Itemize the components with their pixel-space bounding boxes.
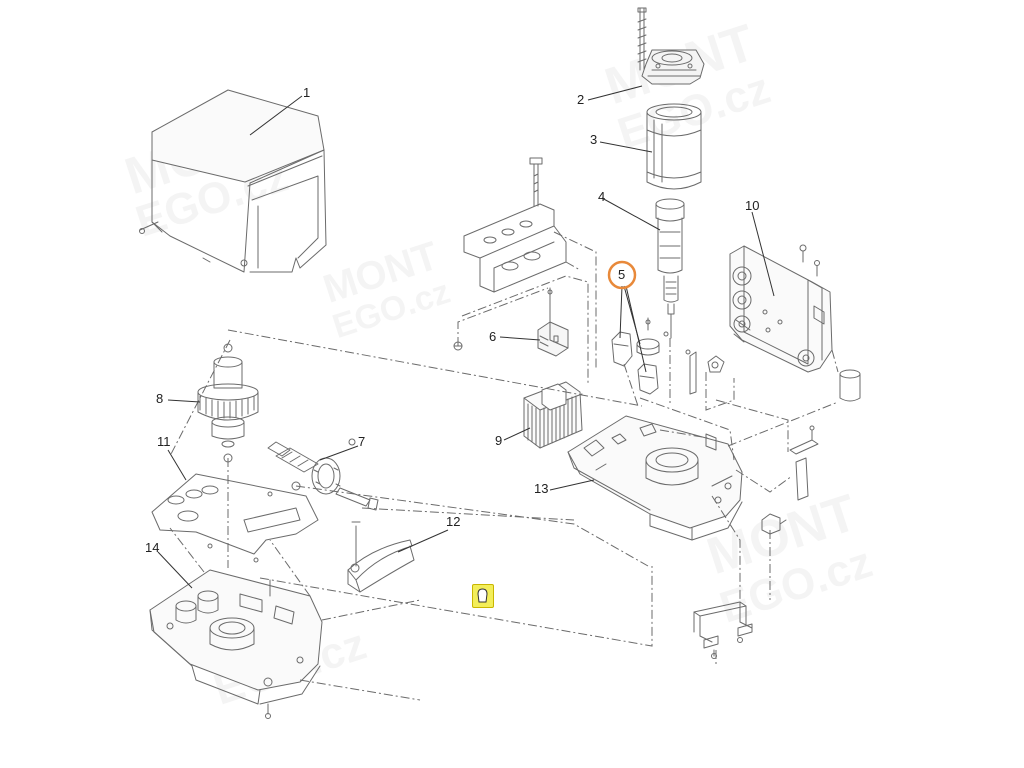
part-label-4: 4 xyxy=(598,189,606,204)
highlight-ring xyxy=(607,260,637,290)
part-12-bracket xyxy=(347,521,415,593)
part-label-5[interactable]: 5 xyxy=(618,267,626,282)
part-label-3: 3 xyxy=(590,132,598,147)
part-label-1: 1 xyxy=(303,85,311,100)
part-label-8: 8 xyxy=(156,391,164,406)
part-small-cylinder xyxy=(839,369,861,402)
cursor-marker xyxy=(472,584,494,608)
part-label-6: 6 xyxy=(489,329,497,344)
part-9-transformer xyxy=(523,381,583,449)
part-13-base xyxy=(567,415,743,541)
part-4-shaft xyxy=(655,198,685,339)
assembly-lines xyxy=(169,231,839,701)
part-2-flange xyxy=(637,7,705,85)
part-1-cover xyxy=(139,89,327,273)
part-6-block xyxy=(453,287,569,357)
part-label-7: 7 xyxy=(358,434,366,449)
leader-lines xyxy=(157,85,775,589)
part-7-worm xyxy=(267,438,379,511)
part-14-housing xyxy=(149,569,323,719)
part-label-13: 13 xyxy=(534,481,549,496)
cursor-icon xyxy=(477,588,488,603)
part-label-9: 9 xyxy=(495,433,503,448)
part-10-gearbox xyxy=(729,244,833,373)
part-bracket-top xyxy=(463,157,567,293)
part-8-gear xyxy=(197,343,259,463)
part-3-cylinder xyxy=(646,103,702,190)
part-small-hardware-right xyxy=(761,425,819,535)
part-label-11: 11 xyxy=(157,434,171,449)
part-label-12: 12 xyxy=(446,514,461,529)
part-5-components xyxy=(611,317,725,395)
part-11-gasket xyxy=(151,473,319,563)
part-label-10: 10 xyxy=(745,198,760,213)
part-label-2: 2 xyxy=(577,92,585,107)
part-label-14: 14 xyxy=(145,540,160,555)
part-bracket-bottom-right xyxy=(693,601,753,659)
